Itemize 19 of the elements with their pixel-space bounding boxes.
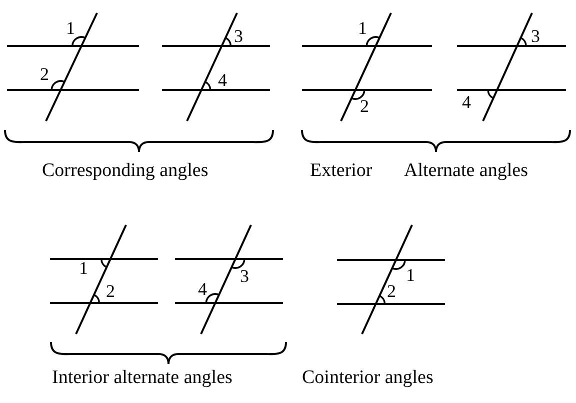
caption-text: Alternate angles (404, 160, 528, 182)
angle-number: 2 (106, 281, 115, 301)
angle-number: 3 (531, 26, 540, 46)
angle-number: 2 (387, 281, 396, 301)
angle-number: 2 (360, 96, 369, 116)
angle-number: 4 (198, 279, 207, 299)
angle-number: 1 (66, 18, 75, 38)
angle-number: 1 (406, 265, 415, 285)
angle-number: 2 (40, 64, 49, 84)
caption-text: Corresponding angles (42, 160, 208, 182)
caption-text: Cointerior angles (302, 367, 434, 389)
angle-number: 1 (79, 258, 88, 278)
caption-text: Exterior (310, 160, 372, 182)
angle-number: 3 (240, 266, 249, 286)
angle-number: 1 (358, 18, 367, 38)
angle-number: 4 (218, 70, 227, 90)
angle-number: 4 (462, 92, 471, 112)
angle-number: 3 (234, 26, 243, 46)
caption-text: Interior alternate angles (52, 367, 232, 389)
